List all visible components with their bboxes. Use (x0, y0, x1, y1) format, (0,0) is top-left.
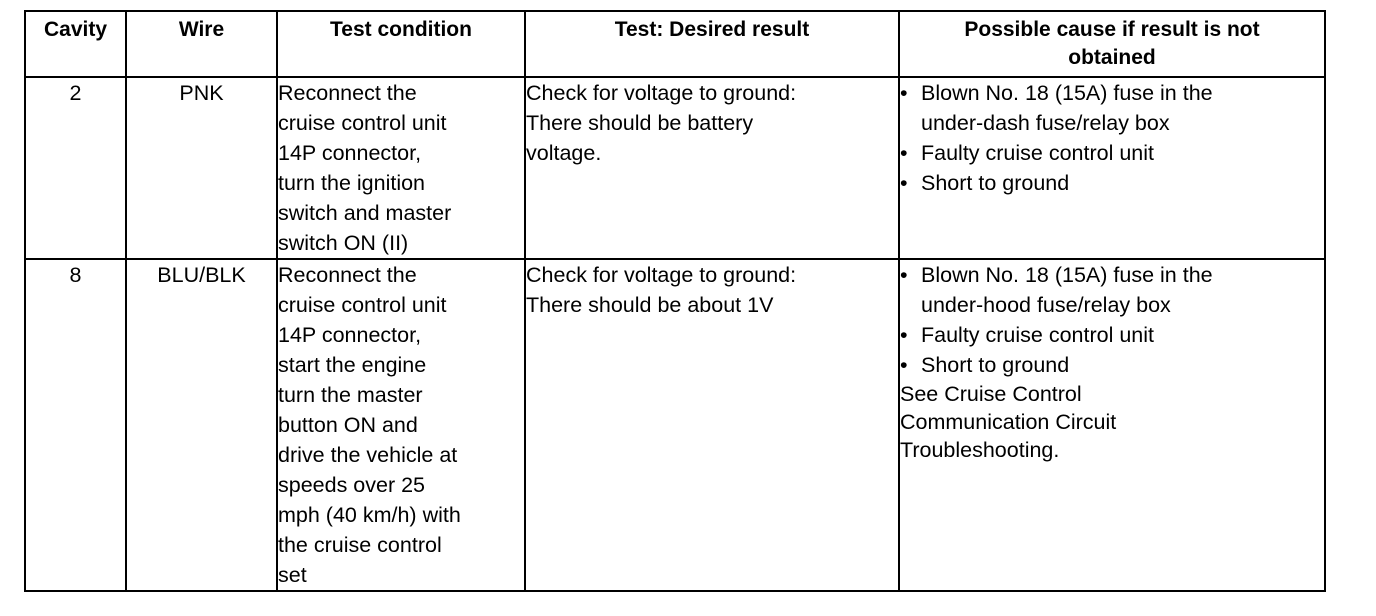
result-line: Check for voltage to ground: (526, 81, 797, 105)
bullet-icon: • (900, 353, 908, 377)
note-line: See Cruise Control (900, 382, 1082, 406)
bullet-icon: • (900, 323, 908, 347)
condition-line: drive the vehicle at (278, 443, 458, 467)
condition-line: mph (40 km/h) with (278, 503, 461, 527)
bullet-icon: • (900, 263, 908, 287)
result-line: There should be about 1V (526, 293, 774, 317)
header-desired-result: Test: Desired result (524, 10, 900, 78)
header-possible-cause-line2: obtained (1068, 46, 1156, 69)
cause-line: Faulty cruise control unit (921, 141, 1155, 165)
cell-possible-cause: • Blown No. 18 (15A) fuse in the under-das… (898, 76, 1326, 260)
cause-item: • Faulty cruise control unit (900, 320, 1324, 350)
condition-line: set (278, 563, 307, 587)
cell-wire: BLU/BLK (125, 258, 278, 592)
condition-line: 14P connector, (278, 141, 422, 165)
condition-line: the cruise control (278, 533, 442, 557)
condition-line: cruise control unit (278, 293, 447, 317)
cause-line: under-hood fuse/relay box (921, 293, 1171, 317)
cell-possible-cause: • Blown No. 18 (15A) fuse in the under-hoo… (898, 258, 1326, 592)
header-cavity: Cavity (24, 10, 127, 78)
troubleshooting-table: Cavity Wire Test condition Test: Desired… (24, 10, 1326, 592)
cell-test-condition: Reconnect the cruise control unit 14P conn… (276, 76, 526, 260)
cause-item: • Faulty cruise control unit (900, 138, 1324, 168)
condition-line: Reconnect the (278, 81, 417, 105)
bullet-icon: • (900, 141, 908, 165)
note-line: Communication Circuit (900, 410, 1117, 434)
header-row: Cavity Wire Test condition Test: Desired… (24, 10, 1326, 78)
condition-line: turn the master (278, 383, 423, 407)
condition-line: switch ON (II) (278, 231, 409, 255)
cause-list: • Blown No. 18 (15A) fuse in the under-das… (900, 78, 1324, 198)
cell-desired-result: Check for voltage to ground: There should… (524, 258, 900, 592)
cause-line: under-dash fuse/relay box (921, 111, 1170, 135)
cause-line: Short to ground (921, 171, 1070, 195)
cell-desired-result: Check for voltage to ground: There should… (524, 76, 900, 260)
cause-item: • Blown No. 18 (15A) fuse in the under-das… (900, 78, 1324, 138)
cause-line: Blown No. 18 (15A) fuse in the (921, 81, 1213, 105)
cause-list: • Blown No. 18 (15A) fuse in the under-hoo… (900, 260, 1324, 380)
condition-line: speeds over 25 (278, 473, 426, 497)
condition-line: 14P connector, (278, 323, 422, 347)
cause-line: Blown No. 18 (15A) fuse in the (921, 263, 1213, 287)
header-possible-cause-line1: Possible cause if result is not (964, 18, 1260, 41)
header-wire: Wire (125, 10, 278, 78)
result-line: There should be battery (526, 111, 754, 135)
condition-line: turn the ignition (278, 171, 426, 195)
condition-line: start the engine (278, 353, 427, 377)
note-line: Troubleshooting. (900, 438, 1060, 462)
cell-wire: PNK (125, 76, 278, 260)
cell-test-condition: Reconnect the cruise control unit 14P conn… (276, 258, 526, 592)
condition-line: Reconnect the (278, 263, 417, 287)
cause-item: • Blown No. 18 (15A) fuse in the under-hoo… (900, 260, 1324, 320)
result-line: Check for voltage to ground: (526, 263, 797, 287)
cause-item: • Short to ground (900, 168, 1324, 198)
cell-cavity: 8 (24, 258, 127, 592)
cell-cavity: 2 (24, 76, 127, 260)
header-test-condition: Test condition (276, 10, 526, 78)
result-line: voltage. (526, 141, 602, 165)
condition-line: switch and master (278, 201, 452, 225)
bullet-icon: • (900, 171, 908, 195)
bullet-icon: • (900, 81, 908, 105)
cause-item: • Short to ground (900, 350, 1324, 380)
header-possible-cause: Possible cause if result is not obtained (898, 10, 1326, 78)
cause-line: Short to ground (921, 353, 1070, 377)
condition-line: cruise control unit (278, 111, 447, 135)
cause-line: Faulty cruise control unit (921, 323, 1155, 347)
condition-line: button ON and (278, 413, 418, 437)
